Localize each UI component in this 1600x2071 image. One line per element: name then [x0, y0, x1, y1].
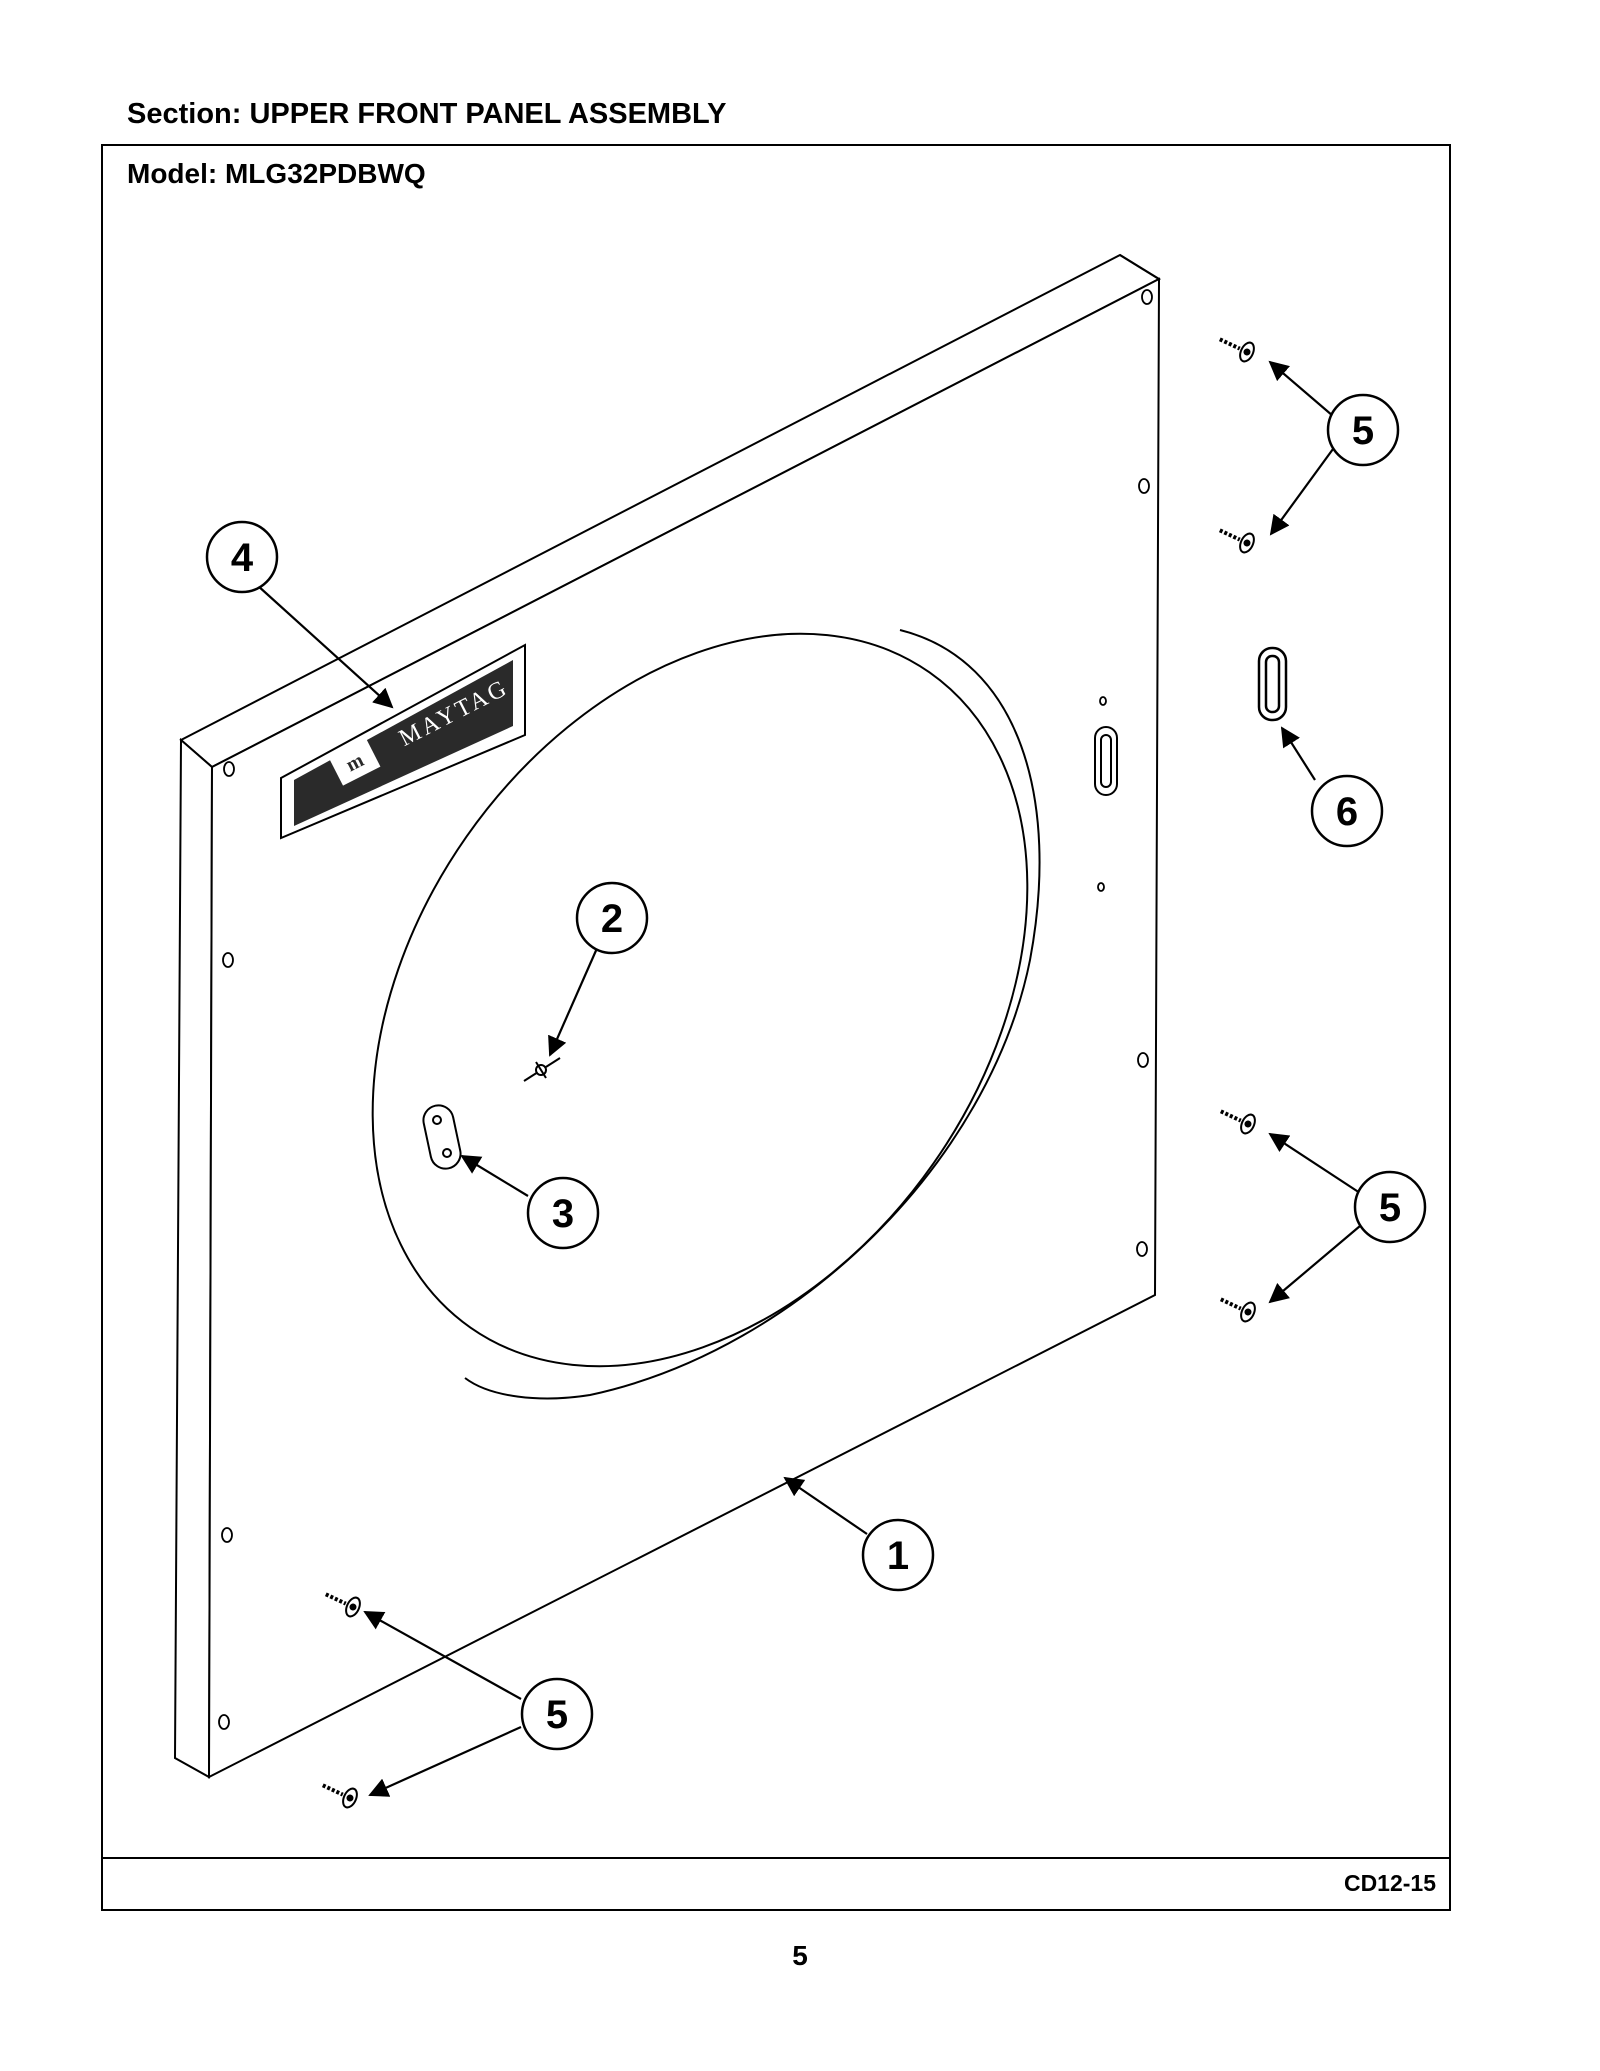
callout-5-right: 5	[1353, 1170, 1427, 1244]
maytag-logo-badge: m MAYTAG	[280, 643, 526, 840]
section-title: Section: UPPER FRONT PANEL ASSEMBLY	[127, 98, 727, 130]
callout-5-bottom: 5	[520, 1677, 594, 1751]
screws	[321, 337, 1256, 1809]
callout-5-top-label: 5	[1352, 409, 1374, 453]
door-opening	[371, 629, 1041, 1400]
callout-6: 6	[1310, 774, 1384, 848]
callout-5-top: 5	[1326, 393, 1400, 467]
callout-4: 4	[205, 520, 279, 594]
callout-2-label: 2	[601, 897, 623, 941]
callout-6-label: 6	[1336, 790, 1358, 834]
latch-strike	[1257, 646, 1288, 722]
door-pin	[523, 1057, 561, 1082]
callout-5-right-label: 5	[1379, 1186, 1401, 1230]
callout-5-bottom-label: 5	[546, 1693, 568, 1737]
callout-4-label: 4	[231, 536, 254, 580]
callout-3-label: 3	[552, 1192, 574, 1236]
diagram-frame	[101, 144, 1451, 1911]
panel-holes	[218, 289, 1153, 1730]
hinge-plate	[422, 1104, 462, 1170]
door-strike-slot	[1094, 726, 1118, 796]
model-title: Model: MLG32PDBWQ	[127, 158, 426, 189]
callout-3: 3	[526, 1176, 600, 1250]
callout-1-label: 1	[887, 1534, 909, 1578]
figure-code: CD12-15	[1343, 1870, 1436, 1896]
footer-rule	[101, 1857, 1451, 1859]
callout-1: 1	[861, 1518, 935, 1592]
leader-lines	[256, 360, 1361, 1797]
callout-2: 2	[575, 881, 649, 955]
page-number: 5	[792, 1940, 808, 1971]
